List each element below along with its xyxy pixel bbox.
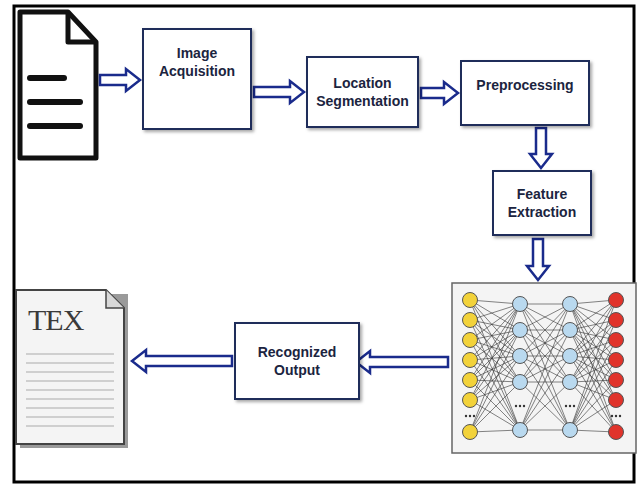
nn-link: [470, 356, 520, 432]
block-arrow: [356, 351, 448, 373]
nn-neuron: [609, 353, 624, 368]
nn-ellipsis: [523, 405, 525, 407]
block-arrow: [527, 239, 549, 280]
process-box: Location Segmentation: [306, 56, 419, 128]
nn-neuron: [609, 373, 624, 388]
nn-neuron: [563, 349, 578, 364]
nn-neuron: [463, 425, 478, 440]
block-arrow: [530, 128, 552, 168]
nn-ellipsis: [515, 405, 517, 407]
nn-neuron: [513, 423, 528, 438]
nn-link: [520, 304, 570, 382]
nn-neuron: [463, 393, 478, 408]
box-label: Preprocessing: [472, 76, 577, 94]
nn-neuron: [563, 297, 578, 312]
nn-neuron: [563, 423, 578, 438]
nn-ellipsis: [619, 415, 621, 417]
nn-link: [520, 382, 570, 430]
nn-neuron: [609, 333, 624, 348]
nn-neuron: [563, 375, 578, 390]
nn-neuron: [463, 373, 478, 388]
nn-neuron: [513, 297, 528, 312]
tex-document: TEX: [14, 288, 130, 450]
block-arrow: [100, 69, 140, 91]
nn-neuron: [513, 375, 528, 390]
nn-neuron: [513, 349, 528, 364]
nn-link: [520, 304, 570, 430]
document-icon: [20, 12, 96, 158]
process-box: Preprocessing: [460, 60, 590, 126]
nn-ellipsis: [611, 415, 613, 417]
block-arrow: [132, 350, 232, 372]
nn-link: [520, 304, 570, 382]
nn-neuron: [513, 323, 528, 338]
nn-ellipsis: [469, 415, 471, 417]
process-box: Recognized Output: [234, 322, 360, 400]
nn-neuron: [609, 425, 624, 440]
nn-neuron: [609, 313, 624, 328]
nn-link: [570, 400, 616, 430]
nn-link: [520, 304, 570, 330]
nn-ellipsis: [465, 415, 467, 417]
nn-link: [470, 382, 520, 432]
nn-link: [520, 356, 570, 430]
nn-ellipsis: [565, 405, 567, 407]
nn-neuron: [563, 323, 578, 338]
nn-link: [520, 304, 570, 430]
nn-neuron: [463, 293, 478, 308]
nn-link: [470, 380, 520, 430]
nn-link: [520, 382, 570, 430]
nn-ellipsis: [473, 415, 475, 417]
nn-neuron: [463, 353, 478, 368]
block-arrow: [421, 82, 458, 104]
nn-link: [570, 382, 616, 432]
neural-network: [452, 283, 636, 453]
nn-neuron: [609, 293, 624, 308]
nn-ellipsis: [573, 405, 575, 407]
nn-neuron: [463, 313, 478, 328]
process-box: Image Acquisition: [142, 28, 252, 130]
nn-neuron: [609, 393, 624, 408]
box-label: Feature Extraction: [494, 185, 590, 221]
process-box: Feature Extraction: [492, 170, 592, 236]
nn-neuron: [463, 333, 478, 348]
nn-link: [570, 360, 616, 430]
nn-link: [520, 304, 570, 330]
box-label: Recognized Output: [236, 343, 358, 379]
block-arrow: [254, 81, 304, 103]
nn-link: [520, 356, 570, 382]
nn-link: [470, 360, 520, 430]
nn-link: [470, 400, 520, 430]
box-label: Location Segmentation: [308, 74, 417, 110]
nn-ellipsis: [615, 415, 617, 417]
nn-link: [520, 356, 570, 382]
nn-ellipsis: [519, 405, 521, 407]
nn-link: [570, 380, 616, 430]
box-label: Image Acquisition: [144, 44, 250, 80]
tex-logo: TEX: [26, 300, 85, 339]
nn-ellipsis: [569, 405, 571, 407]
nn-link: [570, 356, 616, 432]
nn-link: [470, 304, 520, 432]
